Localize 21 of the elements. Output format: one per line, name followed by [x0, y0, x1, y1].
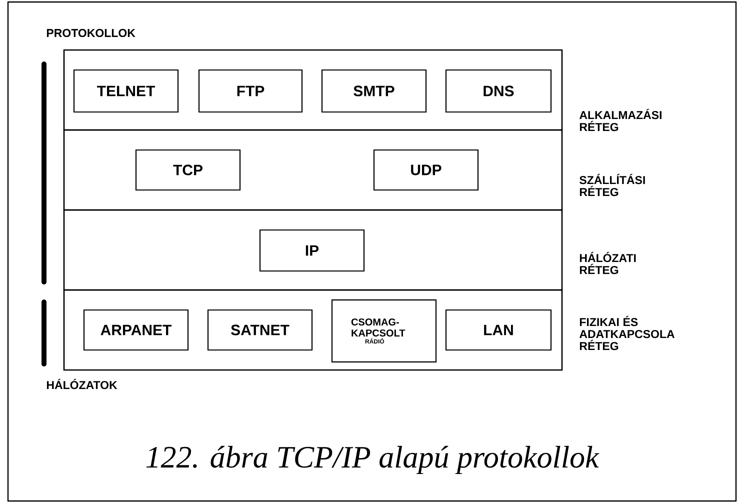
layer-label: ALKALMAZÁSI RÉTEG: [579, 108, 662, 132]
layer-label: HÁLÓZATI RÉTEG: [580, 252, 636, 274]
layer-label: SZÁLLÍTÁSI RÉTEG: [580, 174, 645, 196]
section-label: PROTOKOLLOK: [46, 28, 136, 38]
layer-band: [63, 209, 563, 291]
protocol-box: TCP: [135, 149, 241, 191]
protocol-box: IP: [259, 229, 365, 272]
layer-band: [63, 289, 563, 371]
protocol-box: FTP: [198, 69, 303, 113]
protocol-box: ARPANET: [83, 309, 189, 351]
protocol-box: TELNET: [73, 69, 179, 113]
layer-band: [63, 129, 563, 211]
layer-label: FIZIKAI ÉS ADATKAPCSOLA RÉTEG: [579, 316, 674, 350]
section-label: HÁLÓZATOK: [46, 378, 118, 390]
layer-band: [63, 49, 563, 131]
protocol-box: UDP: [373, 149, 479, 191]
protocol-box: SATNET: [207, 309, 313, 351]
protocol-box: SMTP: [321, 69, 427, 113]
protocol-box: DNS: [445, 69, 552, 113]
protocol-box: LAN: [445, 309, 552, 351]
caption: 122. ábra TCP/IP alapú protokollok: [146, 446, 600, 474]
